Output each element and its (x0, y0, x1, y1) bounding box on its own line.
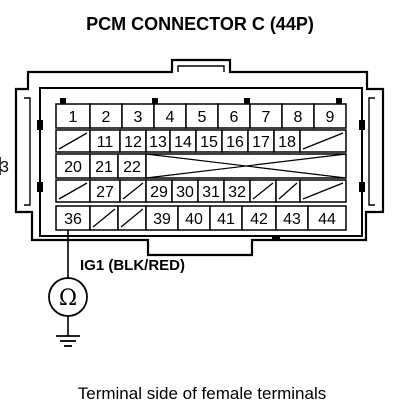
terminal-number: 13 (149, 134, 167, 151)
connector-housing (14, 58, 385, 257)
wire-label: IG1 (BLK/RED) (80, 257, 185, 274)
terminal-number: 8 (294, 109, 303, 126)
unused-terminal-slash (252, 182, 274, 200)
locator-mark-3 (244, 98, 250, 104)
terminal-number: 5 (198, 109, 207, 126)
terminal-number: 12 (124, 134, 142, 151)
terminal-cell (185, 103, 219, 129)
unused-terminal-slash (122, 182, 144, 200)
unused-terminal-slash (302, 182, 344, 200)
diagram-caption: Terminal side of female terminals (78, 384, 326, 403)
terminal-number: 20 (64, 159, 82, 176)
locator-mark-4 (336, 98, 342, 104)
probe-circuit: IG1 (BLK/RED) Ω (48, 230, 185, 347)
key-notch-left-top (37, 120, 43, 130)
ground-icon (56, 335, 80, 347)
terminal-number: 22 (123, 159, 141, 176)
right-guide-rail (368, 97, 375, 206)
terminal-number: 17 (252, 134, 270, 151)
terminal-number: 44 (318, 211, 336, 228)
terminal-number: 16 (226, 134, 244, 151)
connector-outer-shell (14, 58, 385, 257)
terminal-number: 42 (250, 211, 268, 228)
unused-terminal-slash (278, 182, 298, 200)
unused-terminal-slash (58, 132, 88, 150)
terminal-cell (55, 153, 91, 179)
terminal-cell (313, 103, 347, 129)
terminal-number: 41 (217, 211, 235, 228)
unused-terminal-slash (120, 208, 144, 228)
terminal-number: 4 (166, 109, 175, 126)
terminal-number: 30 (176, 184, 194, 201)
unused-terminal-slash (92, 208, 116, 228)
terminal-number: 39 (153, 211, 171, 228)
terminal-number: 11 (97, 134, 114, 151)
terminal-cell (117, 153, 147, 179)
blank-cavity-cross (145, 153, 347, 179)
unused-terminal-slash (58, 182, 88, 200)
locator-mark-1 (60, 98, 66, 104)
terminal-number: 40 (185, 211, 203, 228)
latch-tab (177, 65, 225, 72)
key-notch-left-bottom (37, 182, 43, 192)
terminal-cell (121, 103, 155, 129)
terminal-number: 32 (228, 184, 246, 201)
left-guide-rail (24, 97, 31, 206)
diagram-title: PCM CONNECTOR C (44P) (86, 14, 314, 34)
terminal-number: 1 (69, 109, 78, 126)
key-notch-right-top (359, 120, 365, 130)
terminal-number: 3 (134, 109, 143, 126)
terminal-cell (145, 205, 179, 231)
terminal-grid: 1234567891112131415161718202122232729303… (0, 103, 347, 231)
ohm-symbol: Ω (59, 286, 77, 311)
terminal-number: 14 (174, 134, 192, 151)
terminal-number: 18 (278, 134, 296, 151)
terminal-number: 23 (0, 159, 9, 176)
terminal-number: 27 (96, 184, 114, 201)
unused-terminal-slash (302, 132, 344, 150)
key-notch-right-bottom (359, 182, 365, 192)
terminal-cell (55, 103, 91, 129)
terminal-number: 43 (283, 211, 301, 228)
terminal-cavity-frame (39, 87, 363, 237)
terminal-cell (89, 103, 123, 129)
terminal-number: 21 (95, 159, 113, 176)
terminal-number: 29 (150, 184, 168, 201)
terminal-number: 15 (200, 134, 218, 151)
terminal-cell (89, 153, 119, 179)
locator-mark-2 (152, 98, 158, 104)
terminal-cell (275, 205, 309, 231)
terminal-cell (307, 205, 347, 231)
terminal-number: 9 (326, 109, 335, 126)
locator-mark-5 (272, 236, 280, 241)
terminal-number: 36 (64, 211, 82, 228)
terminal-number: 2 (102, 109, 111, 126)
terminal-number: 7 (262, 109, 271, 126)
terminal-number: 31 (202, 184, 220, 201)
terminal-number: 6 (230, 109, 239, 126)
